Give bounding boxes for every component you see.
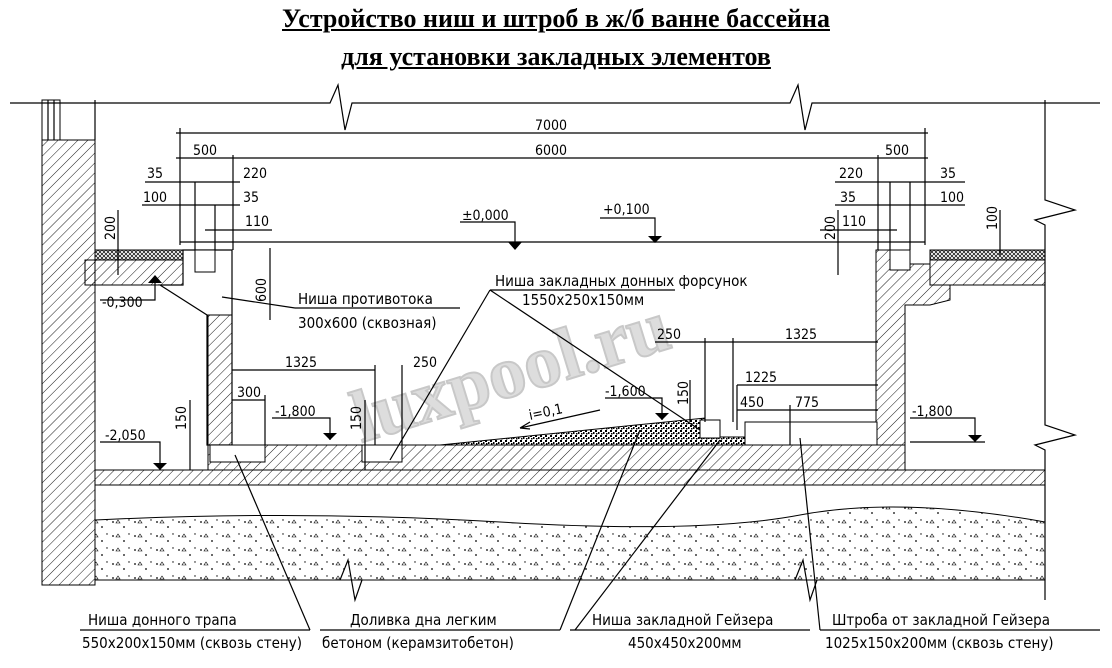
- dim-left-35: 35: [147, 166, 163, 182]
- level-markers: [100, 217, 985, 470]
- drawing-title-line1: Устройство ниш и штроб в ж/б ванне бассе…: [282, 4, 830, 33]
- lightweight-concrete-fill: [439, 417, 746, 446]
- dim-1225: 1225: [745, 370, 777, 386]
- geyser-niche-label: Ниша закладной Гейзера: [592, 611, 773, 629]
- geyser-niche-size: 450х450х200мм: [628, 634, 742, 652]
- slope-label: i=0,1: [528, 401, 565, 424]
- geyser-niche: [699, 419, 721, 439]
- dim-600: 600: [254, 278, 270, 302]
- dim-right-35: 35: [940, 166, 956, 182]
- dim-left-200: 200: [103, 216, 119, 240]
- dim-775: 775: [795, 395, 819, 411]
- dim-left-220: 220: [243, 166, 267, 182]
- dim-150-b: 150: [349, 406, 365, 430]
- skimmer-niche-left: [194, 249, 216, 273]
- dim-right-35b: 35: [840, 190, 856, 206]
- dim-right-200: 200: [823, 216, 839, 240]
- foundation-slab: [94, 469, 1046, 486]
- deck-slab-right: [929, 259, 1046, 286]
- counterflow-niche-size: 300х600 (сквозная): [298, 314, 436, 332]
- pool-wall-left: [207, 314, 233, 446]
- fill-description: бетоном (керамзитобетон): [322, 634, 514, 652]
- dim-500-left: 500: [193, 143, 217, 159]
- break-line-top: [10, 82, 1100, 131]
- deck-slab-left: [84, 259, 184, 286]
- dim-bottom-right-1325: 1325: [785, 327, 817, 343]
- level-minus300: -0,300: [102, 295, 143, 311]
- level-minus1800-right: -1,800: [912, 404, 953, 420]
- dim-6000: 6000: [535, 143, 567, 159]
- dim-right-220: 220: [839, 166, 863, 182]
- dim-150-a: 150: [174, 406, 190, 430]
- drain-niche-size: 550х200х150мм (сквозь стену): [82, 634, 302, 652]
- deck-tiles-right: [929, 249, 1046, 261]
- dim-bottom-left-250: 250: [413, 355, 437, 371]
- jets-niche-label: Ниша закладных донных форсунок: [495, 272, 748, 290]
- dim-bottom-right-250: 250: [657, 327, 681, 343]
- fill-label: Доливка дна легким: [350, 611, 497, 629]
- dim-left-110: 110: [245, 214, 269, 230]
- drawing-title-line2: для установки закладных элементов: [341, 42, 771, 71]
- dimension-lines: [117, 128, 1001, 470]
- dim-450: 450: [740, 395, 764, 411]
- level-zero: ±0,000: [462, 208, 509, 224]
- skimmer-niche-right: [889, 249, 911, 271]
- break-line-right: [1033, 100, 1078, 600]
- level-minus1800-left: -1,800: [275, 404, 316, 420]
- dim-7000: 7000: [535, 118, 567, 134]
- drain-niche-label: Ниша донного трапа: [88, 611, 237, 629]
- dim-right-100-vert: 100: [985, 206, 1001, 230]
- building-wall-left: [41, 99, 96, 586]
- dim-right-100: 100: [940, 190, 964, 206]
- deck-tiles-left: [94, 249, 184, 261]
- geyser-groove-label: Штроба от закладной Гейзера: [832, 611, 1050, 629]
- level-minus1600: -1,600: [605, 384, 646, 400]
- callout-leaders: [80, 289, 1100, 631]
- ground-base: [94, 506, 1046, 581]
- dim-300: 300: [237, 385, 261, 401]
- dim-left-35b: 35: [243, 190, 259, 206]
- pool-bottom-slab: [207, 444, 906, 471]
- level-plus100: +0,100: [603, 202, 650, 218]
- break-line-bottom: [339, 557, 818, 603]
- level-minus2050: -2,050: [105, 428, 146, 444]
- dim-bottom-left-1325: 1325: [285, 355, 317, 371]
- counterflow-niche-label: Ниша противотока: [298, 290, 433, 308]
- geyser-groove-size: 1025х150х200мм (сквозь стену): [825, 634, 1054, 652]
- jet-niche: [361, 444, 403, 463]
- dim-right-110: 110: [842, 214, 866, 230]
- geyser-groove: [744, 421, 878, 446]
- dim-500-right: 500: [885, 143, 909, 159]
- jets-niche-size: 1550х250х150мм: [522, 291, 644, 309]
- dim-left-100: 100: [143, 190, 167, 206]
- dim-150-c: 150: [676, 381, 692, 405]
